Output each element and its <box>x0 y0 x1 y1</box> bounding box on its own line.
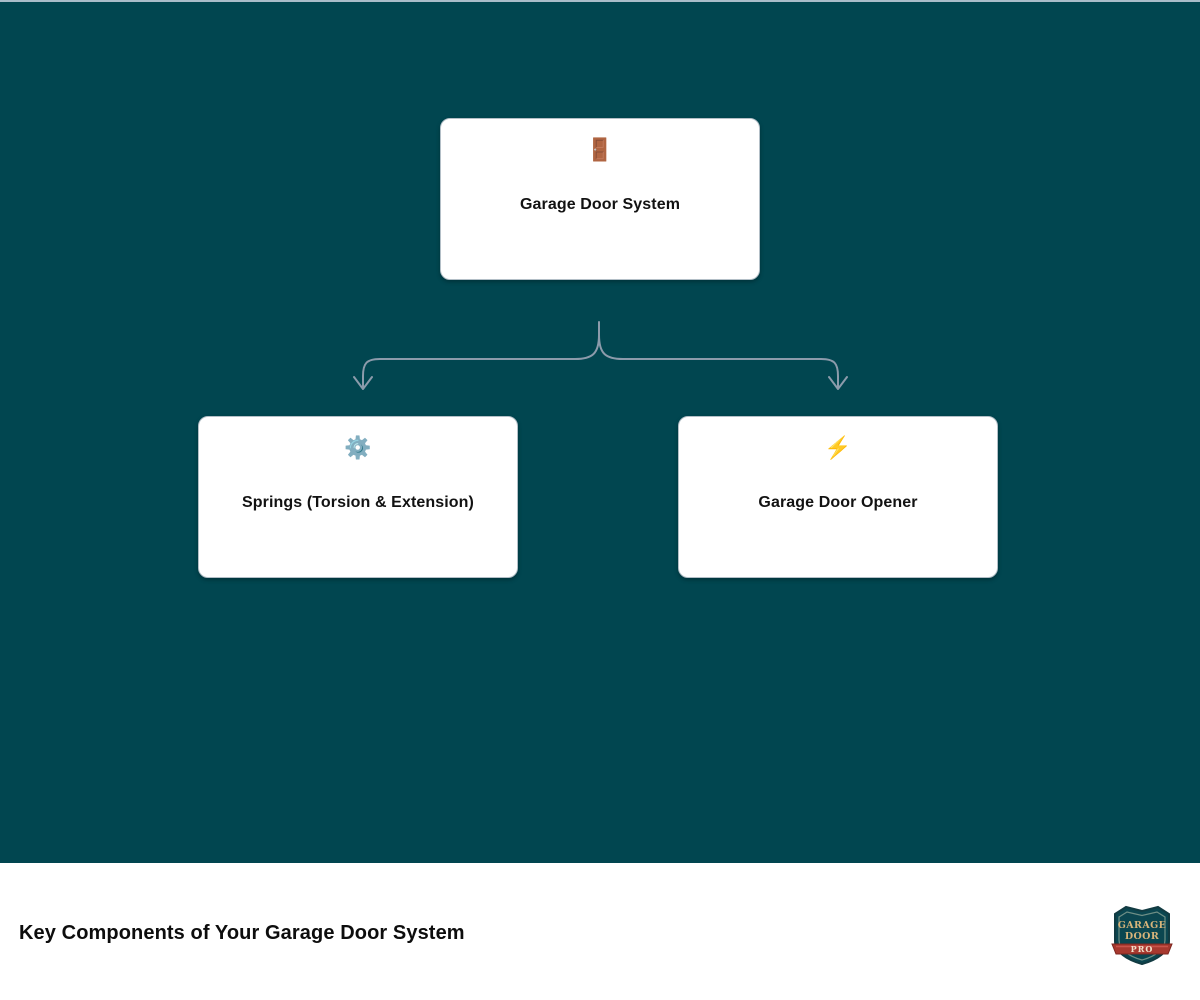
node-garage-door-system[interactable]: 🚪 Garage Door System <box>440 118 760 280</box>
garage-door-pro-logo: GARAGE DOOR PRO <box>1102 894 1182 974</box>
node-title: Garage Door System <box>519 196 681 213</box>
door-icon: 🚪 <box>586 137 614 162</box>
connector-to-springs-arrowhead <box>353 376 373 390</box>
logo-line1: GARAGE <box>1118 920 1167 931</box>
node-springs[interactable]: ⚙️ Springs (Torsion & Extension) <box>198 416 518 578</box>
connector-to-opener-arrowhead <box>828 376 848 390</box>
footer-bar: Key Components of Your Garage Door Syste… <box>0 867 1200 1000</box>
diagram-canvas: 🚪 Garage Door System ⚙️ Springs (Torsion… <box>0 0 1200 863</box>
logo-line3: PRO <box>1131 944 1154 954</box>
logo-line2: DOOR <box>1125 931 1159 942</box>
lightning-bolt-icon: ⚡ <box>824 435 852 460</box>
connector-to-opener <box>598 334 839 388</box>
node-garage-door-opener[interactable]: ⚡ Garage Door Opener <box>678 416 998 578</box>
gear-icon: ⚙️ <box>344 435 372 460</box>
node-title: Springs (Torsion & Extension) <box>242 494 474 511</box>
footer-title: Key Components of Your Garage Door Syste… <box>19 922 465 944</box>
node-title: Garage Door Opener <box>758 494 918 511</box>
connector-to-springs <box>362 334 600 388</box>
